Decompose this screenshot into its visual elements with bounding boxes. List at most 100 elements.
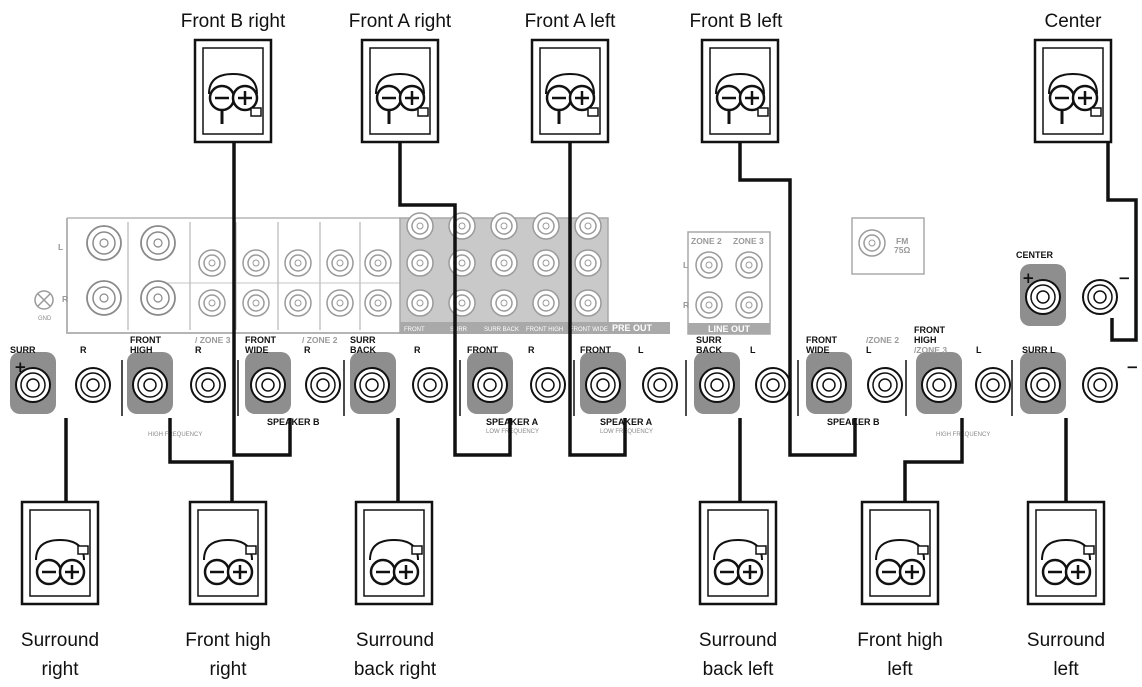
receiver-panel: SURR R FRONT HIGH R / ZONE 3 FRONT WIDE … xyxy=(10,217,1139,438)
wire-front-high-left xyxy=(903,418,964,510)
fm-label: FM xyxy=(896,236,908,246)
terminal-label-sb-l: SURR xyxy=(696,335,722,345)
panel-r-label: R xyxy=(62,294,68,304)
terminal-label-fh-l-2: HIGH xyxy=(914,335,937,345)
terminal-label-fh-l: FRONT xyxy=(914,325,945,335)
label-front-b-right: Front B right xyxy=(181,11,286,32)
binding-post xyxy=(75,367,111,403)
pre-out-jack xyxy=(406,249,434,277)
pre-out-jack xyxy=(406,289,434,317)
speaker-front-high-left xyxy=(860,500,940,606)
line-out-jack xyxy=(695,251,723,279)
label-center: Center xyxy=(1044,11,1102,32)
speaker-surround-back-left xyxy=(698,500,778,606)
rca-jack xyxy=(284,249,312,277)
input-jack xyxy=(140,280,176,316)
binding-post xyxy=(585,367,621,403)
binding-post xyxy=(530,367,566,403)
binding-post xyxy=(190,367,226,403)
speaker-surround-back-right xyxy=(354,500,434,606)
binding-post xyxy=(867,367,903,403)
rca-jack xyxy=(284,289,312,317)
terminal-label-surr-r: SURR xyxy=(10,345,36,355)
terminal-label-fh-r-2: HIGH xyxy=(130,345,153,355)
binding-post xyxy=(699,367,735,403)
terminal-label-front-r: FRONT xyxy=(467,345,498,355)
pre-out-col-front-wide: FRONT WIDE xyxy=(570,327,608,333)
label-surround-back-right-1: Surround xyxy=(356,630,434,651)
wire-center xyxy=(1106,140,1138,342)
rca-jack xyxy=(242,289,270,317)
input-jack xyxy=(86,280,122,316)
rca-jack xyxy=(198,289,226,317)
speaker-front-a-left xyxy=(530,38,610,144)
line-out-l-label: L xyxy=(683,260,688,270)
terminal-side-surr-r: R xyxy=(80,345,87,355)
speaker-front-a-right xyxy=(360,38,440,144)
terminal-label-fw-r: FRONT xyxy=(245,335,276,345)
binding-post xyxy=(811,367,847,403)
binding-post xyxy=(250,367,286,403)
binding-post xyxy=(1082,279,1118,315)
terminal-side-fh-l: L xyxy=(976,345,982,355)
gnd-label: GND xyxy=(38,316,52,322)
low-frequency-note-r: LOW FREQUENCY xyxy=(486,429,539,435)
wire-front-b-left xyxy=(738,140,857,457)
terminal-label-fw-l-2: WIDE xyxy=(806,345,830,355)
speaker-front-b-left xyxy=(700,38,780,144)
pre-out-label: PRE OUT xyxy=(612,323,653,333)
terminal-label-fw-l: FRONT xyxy=(806,335,837,345)
binding-post xyxy=(1025,279,1061,315)
panel-l-label: L xyxy=(58,242,63,252)
input-jack xyxy=(140,225,176,261)
terminal-sub-fh-r: / ZONE 3 xyxy=(195,335,231,345)
terminal-label-surr-l: SURR xyxy=(1022,345,1048,355)
center-plus-sign: + xyxy=(1022,269,1035,287)
pre-out-jack xyxy=(406,212,434,240)
pre-out-jack xyxy=(448,212,476,240)
line-out-jack xyxy=(695,291,723,319)
binding-post xyxy=(305,367,341,403)
rca-jack xyxy=(364,249,392,277)
fm-ohm-label: 75Ω xyxy=(894,245,910,255)
wire-front-high-right xyxy=(168,418,234,510)
label-front-high-left-2: left xyxy=(887,659,913,680)
pre-out-col-surr-back: SURR BACK xyxy=(484,327,519,333)
binding-post xyxy=(755,367,791,403)
label-front-high-right-2: right xyxy=(210,659,248,680)
line-out-jack xyxy=(735,251,763,279)
label-surround-left-1: Surround xyxy=(1027,630,1105,651)
speaker-center xyxy=(1033,38,1113,144)
rca-jack xyxy=(364,289,392,317)
binding-post xyxy=(354,367,390,403)
pre-out-jack xyxy=(532,289,560,317)
pre-out-col-front: FRONT xyxy=(404,327,425,333)
label-surround-left-2: left xyxy=(1053,659,1079,680)
pre-out-jack xyxy=(490,289,518,317)
center-minus-sign: − xyxy=(1118,269,1131,287)
label-front-high-right-1: Front high xyxy=(185,630,271,651)
zone2-label: ZONE 2 xyxy=(691,236,722,246)
pre-out-jack xyxy=(574,249,602,277)
fm-antenna-jack xyxy=(858,229,886,257)
binding-post xyxy=(642,367,678,403)
rca-jack xyxy=(198,249,226,277)
terminal-label-sb-l-2: BACK xyxy=(696,345,722,355)
terminal-side-sb-l: L xyxy=(750,345,756,355)
terminal-label-sb-r: SURR xyxy=(350,335,376,345)
label-surround-back-right-2: back right xyxy=(354,659,437,680)
pre-out-jack xyxy=(448,249,476,277)
speaker-surround-right xyxy=(20,500,100,606)
line-out-r-label: R xyxy=(683,300,689,310)
speaker-surround-left xyxy=(1026,500,1106,606)
terminal-side-fw-l: L xyxy=(866,345,872,355)
binding-post xyxy=(921,367,957,403)
pre-out-jack xyxy=(532,249,560,277)
terminal-label-front-l: FRONT xyxy=(580,345,611,355)
pre-out-jack xyxy=(532,212,560,240)
speaker-a-note-r: SPEAKER A xyxy=(486,417,539,427)
label-surround-right-2: right xyxy=(42,659,80,680)
terminal-sub-fw-l: /ZONE 2 xyxy=(866,335,899,345)
terminal-side-front-l: L xyxy=(638,345,644,355)
wire-front-a-right xyxy=(398,140,512,457)
